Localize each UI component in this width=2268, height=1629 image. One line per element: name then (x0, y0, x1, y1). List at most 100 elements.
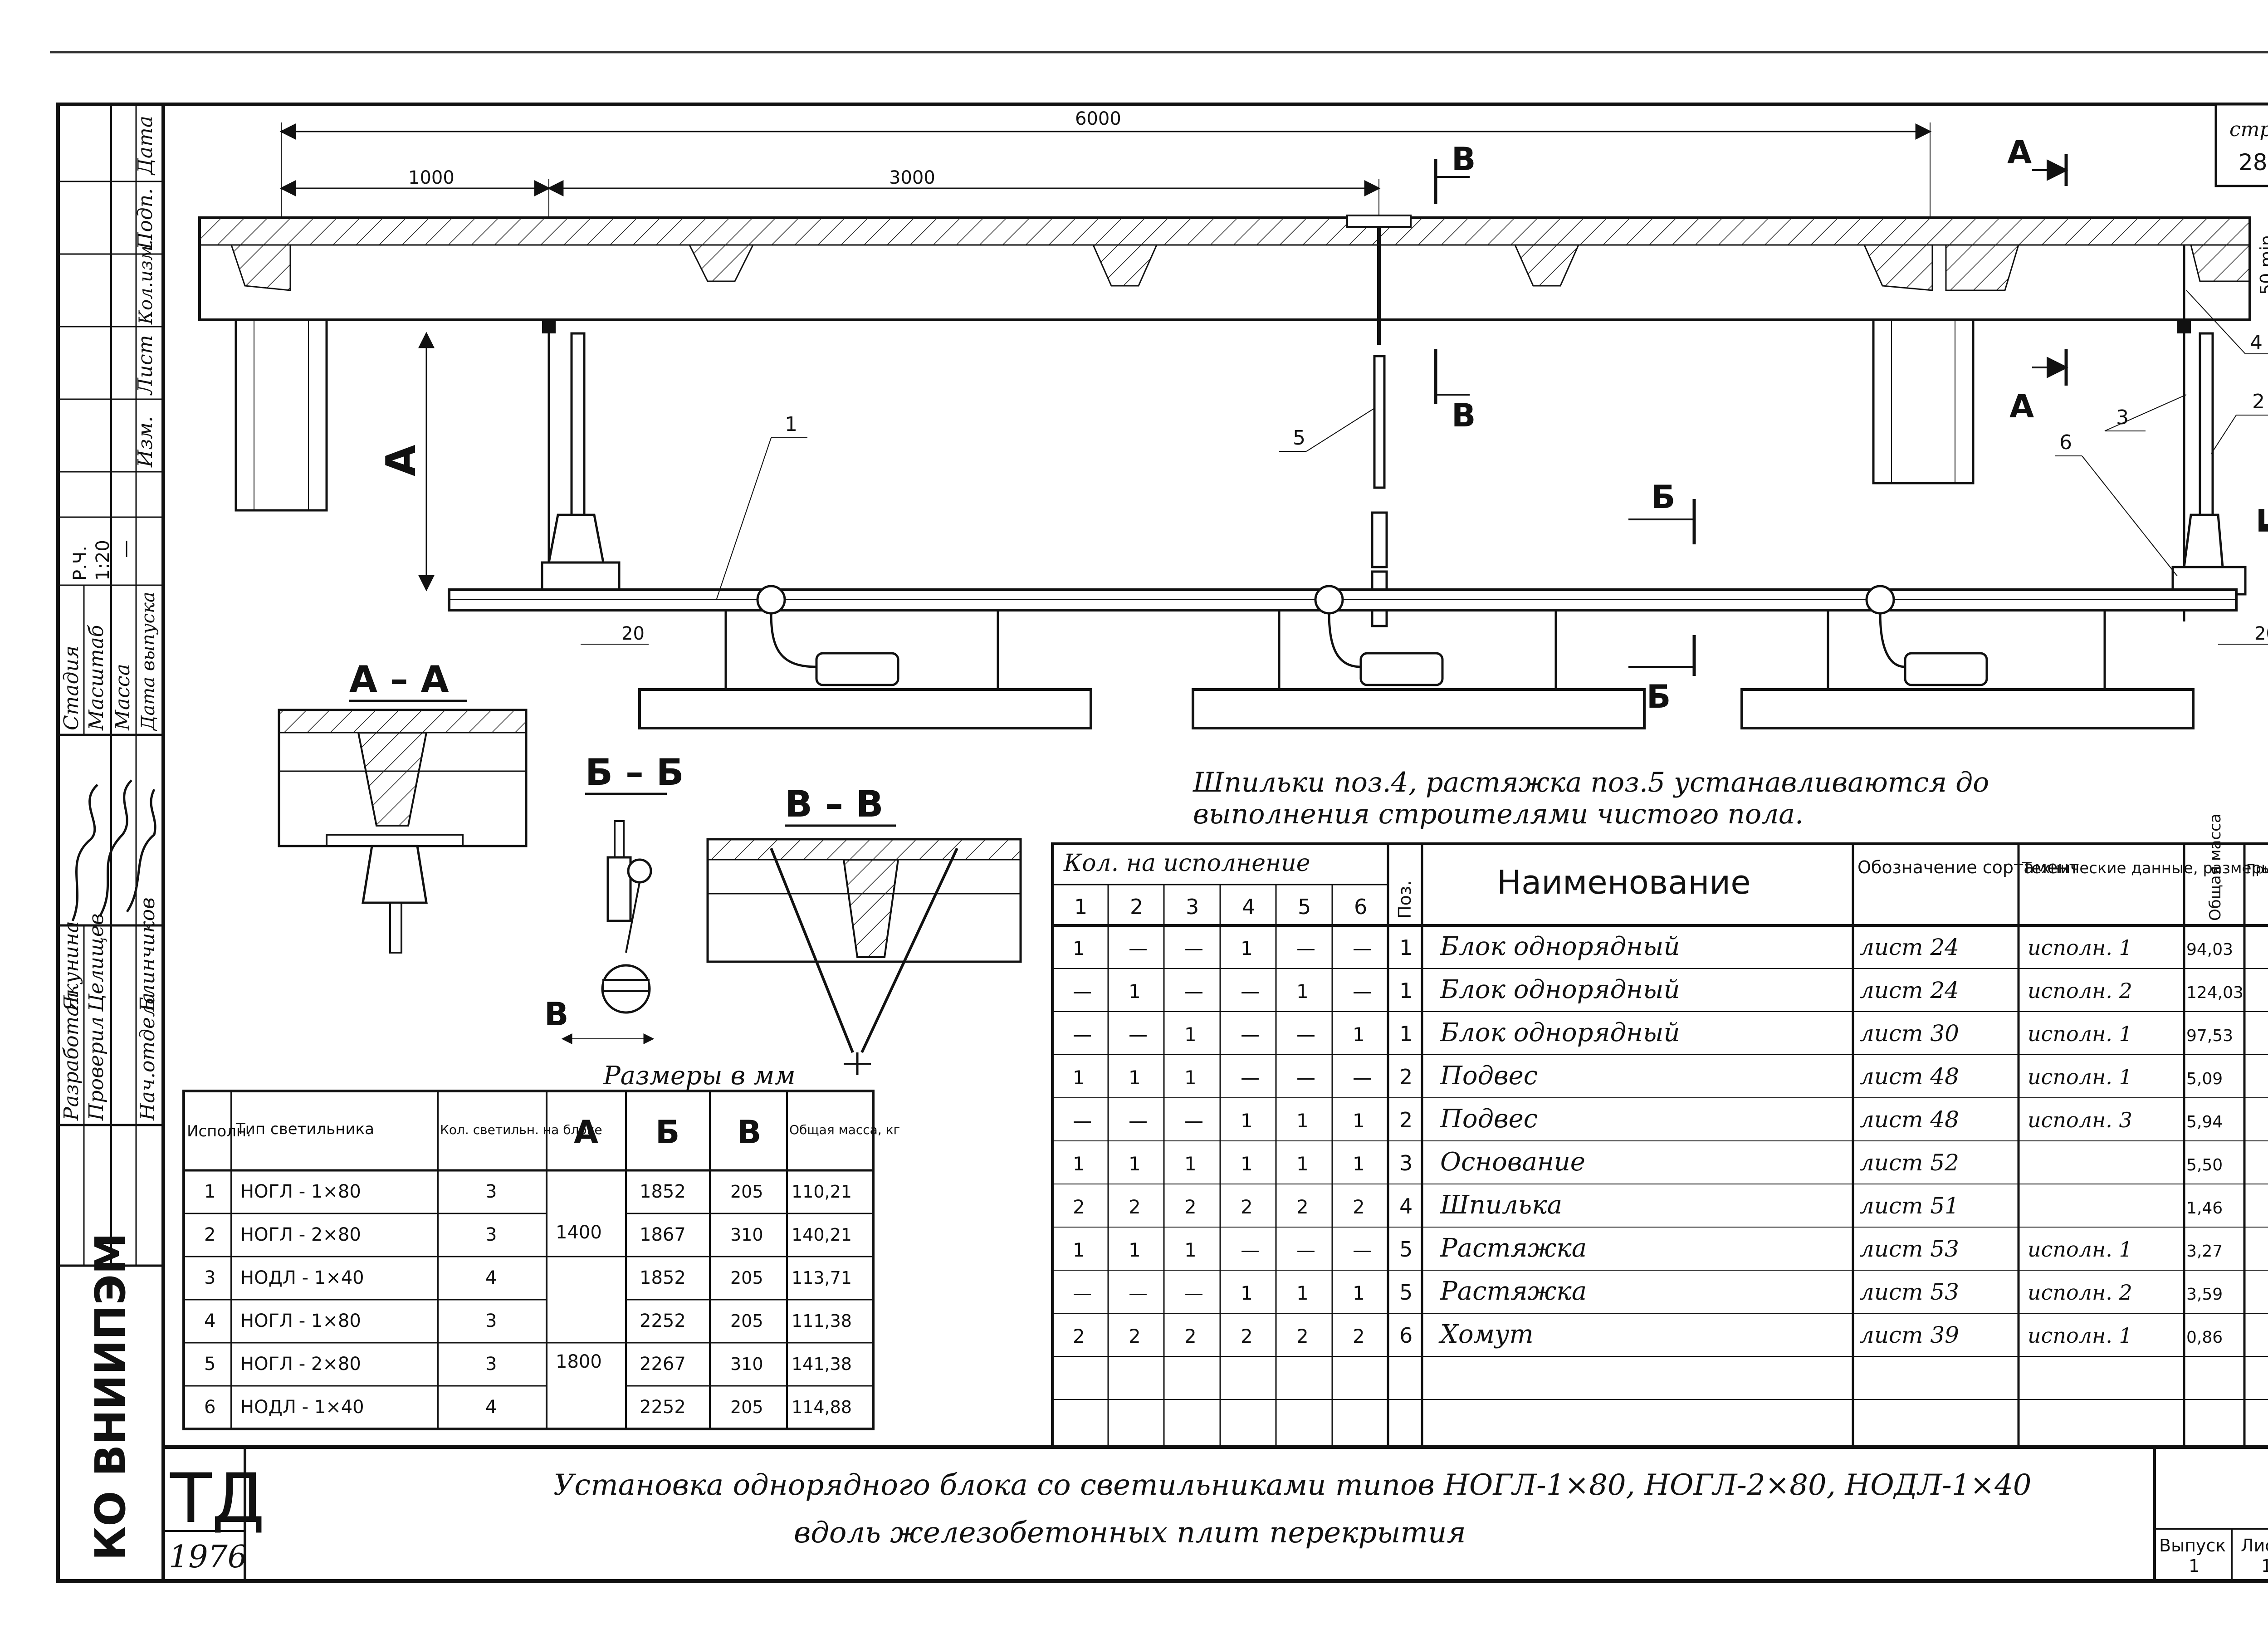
document-code: ТД (170, 1459, 265, 1538)
page-number-label: стр. (2229, 118, 2268, 141)
spec-cell-qty: — (1296, 1239, 1315, 1261)
spec-cell-qty: — (1184, 1110, 1203, 1132)
spec-cell-qty: 1 (1296, 1282, 1309, 1304)
spec-cell-qty: 1 (1073, 1239, 1085, 1261)
stamp-role-developer: Разработал (60, 992, 83, 1121)
spec-cell-designation: лист 51 (1860, 1193, 1959, 1219)
sizes-a-value-2: 1800 (556, 1351, 602, 1372)
sizes-cell-v: 205 (730, 1311, 763, 1331)
stamp-sheet-label: Лист (134, 335, 157, 396)
sizes-cell-mass: 141,38 (792, 1354, 852, 1374)
elevation-view: 6000 1000 3000 (198, 108, 2268, 729)
spec-cell-mass: 124,03 (2186, 983, 2244, 1002)
section-mark-a-bottom: А (2009, 388, 2034, 425)
stamp-issue-date-label: Дата выпуска (138, 592, 159, 731)
spec-header-variant: 3 (1186, 895, 1199, 919)
stamp-sign-label: Подп. (134, 188, 157, 250)
spec-cell-qty: 1 (1184, 1066, 1197, 1089)
sizes-cell-mass: 114,88 (792, 1397, 852, 1417)
spec-cell-qty: 1 (1296, 1153, 1309, 1175)
spec-cell-qty: — (1129, 1282, 1148, 1304)
spec-cell-qty: 1 (1073, 1153, 1085, 1175)
stamp-rch-mass: — (115, 540, 136, 558)
stamp-qty-label: Кол.изм. (136, 240, 156, 325)
document-title-line-1: Установка однорядного блока со светильни… (553, 1468, 2032, 1502)
spec-table: Кол. на исполнение Поз. Наименование Обо… (1051, 813, 2268, 1448)
section-mark-b-top: Б (1651, 479, 1675, 516)
spec-cell-qty: — (1073, 1023, 1092, 1046)
section-b-b-title: Б – Б (585, 751, 684, 793)
callout-3: 3 (2116, 406, 2129, 429)
sizes-cell-isp: 6 (204, 1397, 215, 1418)
sizes-header-qty: Кол. светильн. на блоке (440, 1122, 602, 1137)
spec-cell-tech: исполн. 1 (2028, 935, 2132, 960)
sheet-label: Лист (2241, 1536, 2268, 1556)
spec-cell-pos: 1 (1399, 935, 1413, 960)
spec-header-mass: Общая масса (2206, 813, 2224, 921)
spec-cell-tech: исполн. 1 (2028, 1237, 2132, 1262)
section-a-a: А – А (278, 658, 528, 954)
spec-header-name: Наименование (1497, 863, 1751, 901)
callout-4: 4 (2250, 331, 2263, 354)
sizes-cell-b: 2252 (640, 1311, 686, 1331)
sizes-cell-type: НОГЛ - 1×80 (240, 1181, 361, 1202)
spec-cell-qty: 1 (1353, 1282, 1365, 1304)
dim-middle: 3000 (889, 167, 935, 188)
section-v-v: В – В (706, 783, 1022, 1075)
section-a-a-title: А – А (349, 658, 449, 700)
column-left (235, 318, 328, 512)
spec-header-tech: Технические данные, размеры (2022, 859, 2268, 877)
spec-cell-qty: 2 (1296, 1325, 1309, 1347)
spec-cell-designation: лист 24 (1860, 934, 1959, 960)
title-block: ТД 1976 Установка однорядного блока со с… (163, 1445, 2268, 1581)
sizes-header-isp: Исполн. (187, 1122, 251, 1140)
spec-cell-name: Растяжка (1440, 1277, 1587, 1306)
sizes-cell-qty: 4 (485, 1267, 497, 1288)
spec-cell-qty: — (1073, 1110, 1092, 1132)
spec-header-variant: 6 (1354, 895, 1367, 919)
sizes-table: Размеры в мм Исполн. Тип светильника Кол… (182, 1061, 900, 1430)
sizes-table-caption: Размеры в мм (603, 1061, 796, 1091)
spec-cell-qty: 1 (1184, 1023, 1197, 1046)
stamp-name-checker: Целищев (85, 914, 108, 1012)
sizes-cell-b: 1852 (640, 1267, 686, 1288)
sizes-cell-type: НОГЛ - 2×80 (240, 1224, 361, 1245)
sizes-cell-v: 310 (730, 1225, 763, 1245)
spec-cell-mass: 1,46 (2186, 1199, 2223, 1218)
spec-header-qty-group: Кол. на исполнение (1063, 850, 1310, 877)
spec-cell-qty: — (1241, 1066, 1260, 1089)
spec-cell-qty: — (1296, 937, 1315, 959)
spec-cell-qty: — (1129, 1110, 1148, 1132)
sizes-cell-v: 205 (730, 1182, 763, 1202)
spec-cell-qty: 2 (1296, 1196, 1309, 1218)
spec-cell-qty: 1 (1129, 980, 1141, 1003)
spec-cell-designation: лист 48 (1860, 1106, 1959, 1133)
spec-cell-mass: 97,53 (2186, 1027, 2233, 1045)
stamp-scale-label: Масштаб (85, 625, 108, 731)
spec-cell-qty: — (1073, 1282, 1092, 1304)
sizes-cell-mass: 111,38 (792, 1311, 852, 1331)
luminaire-3 (1740, 610, 2195, 729)
callout-5: 5 (1293, 426, 1305, 450)
spec-cell-qty: 1 (1129, 1066, 1141, 1089)
spec-cell-qty: 1 (1241, 1110, 1253, 1132)
sizes-cell-isp: 4 (204, 1311, 215, 1331)
spec-cell-tech: исполн. 1 (2028, 1065, 2132, 1089)
document-title-line-2: вдоль железобетонных плит перекрытия (794, 1516, 1466, 1550)
spec-cell-name: Подвес (1440, 1061, 1538, 1091)
note-line-1: Шпильки поз.4, растяжка поз.5 устанавлив… (1193, 767, 1989, 798)
spec-cell-qty: 1 (1241, 1153, 1253, 1175)
spec-cell-qty: 2 (1353, 1196, 1365, 1218)
spec-cell-qty: — (1241, 1239, 1260, 1261)
dim-20-right: 20 (2254, 623, 2268, 644)
section-v-v-title: В – В (785, 783, 884, 825)
sizes-cell-isp: 1 (204, 1181, 215, 1202)
spec-cell-qty: 2 (1184, 1196, 1197, 1218)
sizes-cell-type: НОДЛ - 1×40 (240, 1267, 364, 1288)
spec-cell-qty: — (1353, 980, 1372, 1003)
sizes-cell-b: 1867 (640, 1224, 686, 1245)
spec-cell-qty: 1 (1241, 937, 1253, 959)
